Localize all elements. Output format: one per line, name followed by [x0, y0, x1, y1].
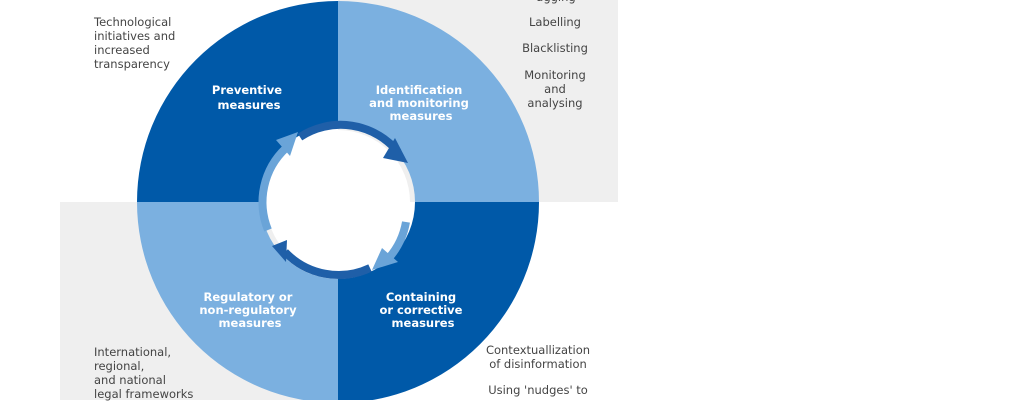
note-monitoring-analysing: Monitoring and analysing	[510, 68, 600, 110]
quadrant-regulatory	[137, 202, 338, 400]
label-line: Containing	[386, 290, 456, 304]
note-labelling: Labelling	[510, 15, 600, 29]
note-line: and national	[94, 373, 166, 387]
quadrant-containing	[338, 202, 539, 400]
arrow-head-right	[372, 248, 398, 270]
arrow-head-left	[276, 132, 298, 156]
label-line: Identification	[376, 83, 463, 97]
label-containing: Containing or corrective measures	[379, 290, 466, 330]
note-line: Technological	[94, 15, 172, 29]
label-line: Preventive	[212, 83, 282, 97]
note-line: analysing	[527, 96, 583, 110]
note-line: Labelling	[528, 15, 581, 29]
note-blacklisting: Blacklisting	[510, 41, 600, 55]
note-line: and	[544, 82, 566, 96]
arrow-head-bottom	[272, 240, 287, 262]
label-regulatory: Regulatory or non-regulatory measures	[199, 290, 300, 330]
arrow-arc-top	[297, 120, 402, 155]
label-line: non-regulatory	[199, 303, 297, 317]
note-contextualization: Contextuallization of disinformation	[478, 343, 598, 371]
label-line: measures	[392, 316, 455, 330]
label-line: measures	[219, 316, 282, 330]
quadrant-preventive	[137, 1, 338, 202]
arrow-arc-bottom	[282, 249, 372, 279]
cycle-arrows	[258, 120, 410, 279]
note-line: initiatives and	[94, 29, 176, 43]
note-flagging-partial: agging	[526, 0, 586, 4]
note-line: Blacklisting	[522, 41, 588, 55]
note-line: agging	[536, 0, 575, 4]
note-line: Contextuallization	[485, 343, 591, 357]
label-line: Regulatory or	[204, 290, 293, 304]
note-line: International,	[94, 345, 172, 359]
quadrant-identification	[338, 1, 539, 202]
note-line: transparency	[94, 57, 170, 71]
note-technological-initiatives: Technological initiatives and increased …	[94, 15, 175, 71]
note-line: of disinformation	[489, 357, 587, 371]
label-preventive: Preventive measures	[212, 83, 286, 112]
label-identification: Identification and monitoring measures	[369, 83, 473, 123]
center-hole	[266, 130, 410, 274]
note-line: increased	[94, 43, 150, 57]
note-line: Monitoring	[524, 68, 586, 82]
label-line: measures	[390, 109, 453, 123]
label-line: measures	[218, 98, 281, 112]
note-line: regional,	[94, 359, 145, 373]
note-nudges: Using 'nudges' to	[478, 383, 598, 397]
arrow-head-top	[383, 138, 408, 163]
note-line: legal frameworks	[94, 387, 194, 401]
label-line: and monitoring	[369, 96, 469, 110]
label-line: or corrective	[379, 303, 462, 317]
note-line: Using 'nudges' to	[488, 383, 588, 397]
arrow-arc-left	[258, 145, 289, 232]
note-legal-frameworks: International, regional, and national le…	[94, 345, 193, 401]
